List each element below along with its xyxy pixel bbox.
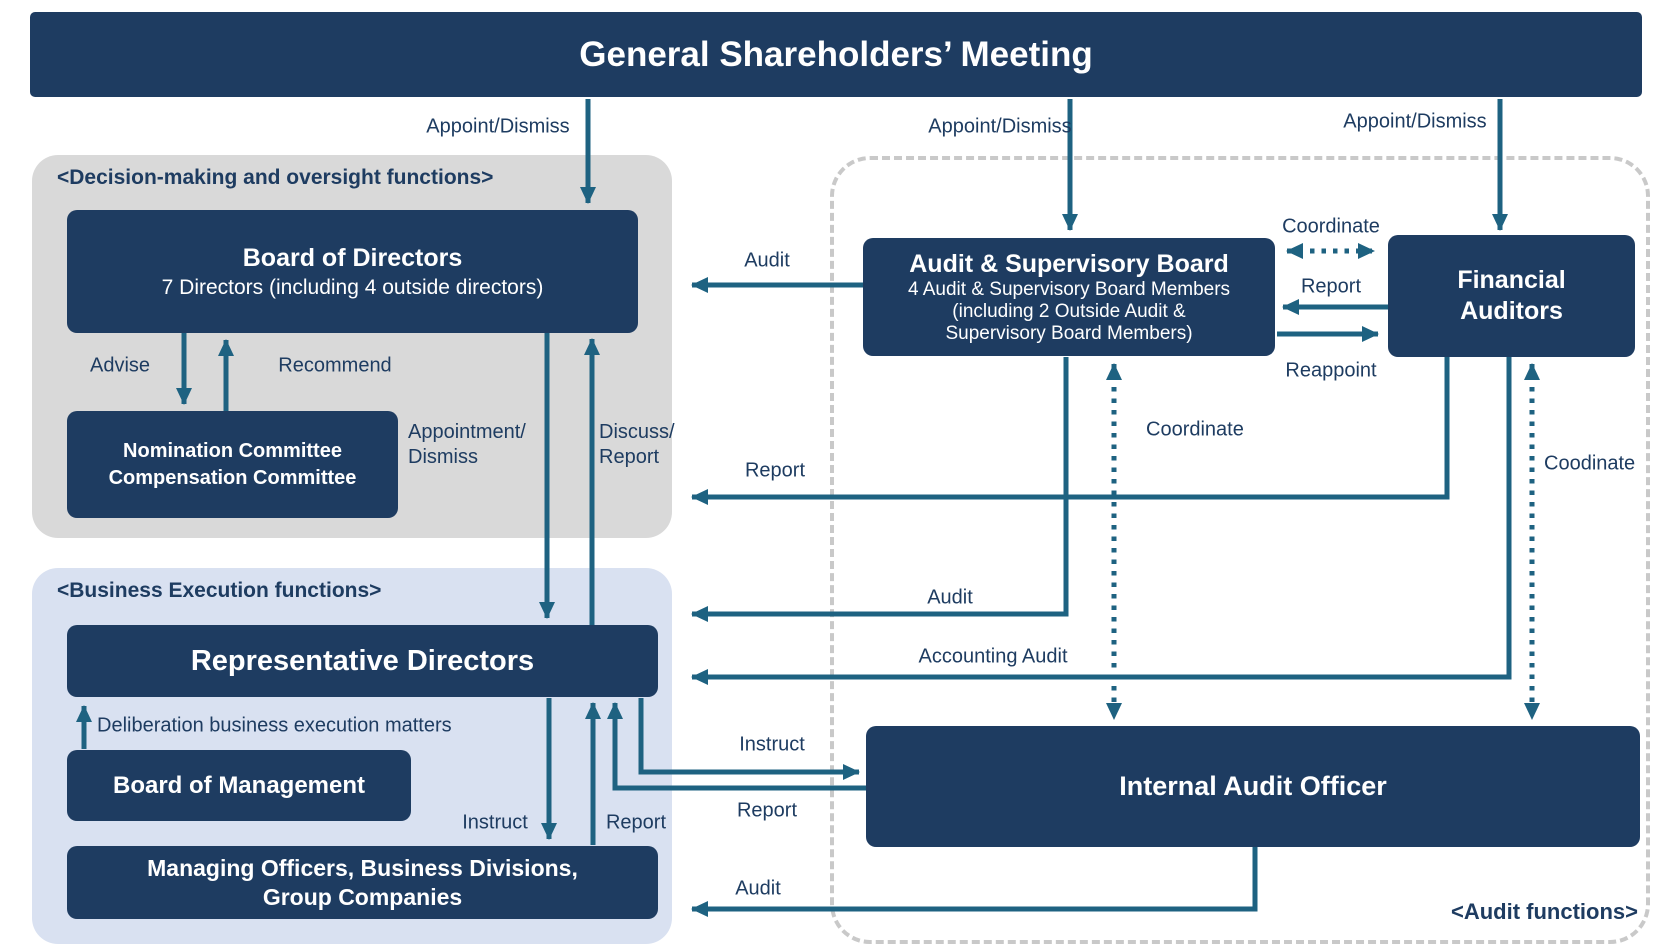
mo-line2: Group Companies: [262, 883, 463, 910]
business-panel-title: <Business Execution functions>: [57, 579, 382, 602]
nomination-committee-label: Nomination Committee: [123, 439, 342, 462]
general-shareholders-meeting-box: General Shareholders’ Meeting: [30, 12, 1642, 97]
coordinate-left-label: Coordinate: [1146, 418, 1244, 441]
banner-title: General Shareholders’ Meeting: [579, 34, 1093, 74]
report-from-mo-label: Report: [605, 811, 667, 834]
board-of-management-box: Board of Management: [67, 750, 411, 821]
appoint-dismiss-3-label: Appoint/Dismiss: [1343, 110, 1487, 133]
appointment-dismiss-label: Appointment/ Dismiss: [408, 420, 526, 470]
appoint-dismiss-1-label: Appoint/Dismiss: [426, 115, 570, 138]
advise-label: Advise: [89, 354, 151, 377]
rd-title: Representative Directors: [190, 644, 535, 677]
managing-officers-box: Managing Officers, Business Divisions, G…: [67, 846, 658, 919]
appoint-dismiss-2-label: Appoint/Dismiss: [928, 115, 1072, 138]
fa-line2: Auditors: [1460, 297, 1563, 325]
report-from-iao-label: Report: [736, 799, 798, 822]
asb-title: Audit & Supervisory Board: [909, 250, 1229, 278]
bod-subtitle: 7 Directors (including 4 outside directo…: [161, 275, 544, 299]
coodinate-right-label: Coodinate: [1544, 452, 1636, 475]
bom-title: Board of Management: [112, 771, 366, 799]
accounting-audit-label: Accounting Audit: [918, 645, 1068, 668]
audit-asb-to-bod-label: Audit: [744, 249, 790, 272]
reappoint-label: Reappoint: [1285, 359, 1377, 382]
representative-directors-box: Representative Directors: [67, 625, 658, 697]
appointment-dismiss-line2: Dismiss: [408, 446, 478, 468]
audit-panel-title: <Audit functions>: [1451, 899, 1638, 924]
report-fa-asb-label: Report: [1300, 275, 1362, 298]
internal-audit-officer-box: Internal Audit Officer: [866, 726, 1640, 847]
asb-sub2: (including 2 Outside Audit &: [952, 301, 1186, 322]
audit-iao-to-mo-label: Audit: [735, 877, 781, 900]
audit-asb-to-rd-label: Audit: [927, 586, 973, 609]
appointment-dismiss-line1: Appointment/: [408, 421, 526, 443]
report-fa-left-label: Report: [744, 459, 806, 482]
board-of-directors-box: Board of Directors 7 Directors (includin…: [67, 210, 638, 333]
fa-line1: Financial: [1457, 266, 1566, 294]
coordinate-top-label: Coordinate: [1282, 215, 1380, 238]
recommend-label: Recommend: [278, 354, 392, 377]
discuss-report-label: Discuss/ Report: [599, 420, 675, 470]
deliberation-label: Deliberation business execution matters: [97, 714, 452, 737]
compensation-committee-label: Compensation Committee: [108, 466, 357, 489]
financial-auditors-box: Financial Auditors: [1388, 235, 1635, 357]
asb-sub1: 4 Audit & Supervisory Board Members: [907, 279, 1231, 300]
bod-title: Board of Directors: [242, 243, 463, 272]
discuss-report-line1: Discuss/: [599, 421, 675, 443]
instruct-to-mo-label: Instruct: [462, 811, 528, 834]
committees-box: Nomination Committee Compensation Commit…: [67, 411, 398, 518]
mo-line1: Managing Officers, Business Divisions,: [147, 854, 578, 881]
audit-supervisory-board-box: Audit & Supervisory Board 4 Audit & Supe…: [863, 238, 1275, 356]
asb-sub3: Supervisory Board Members): [945, 323, 1193, 344]
instruct-to-iao-label: Instruct: [739, 733, 805, 756]
iao-title: Internal Audit Officer: [1119, 771, 1387, 801]
discuss-report-line2: Report: [599, 446, 660, 468]
decision-panel-title: <Decision-making and oversight functions…: [57, 166, 494, 189]
